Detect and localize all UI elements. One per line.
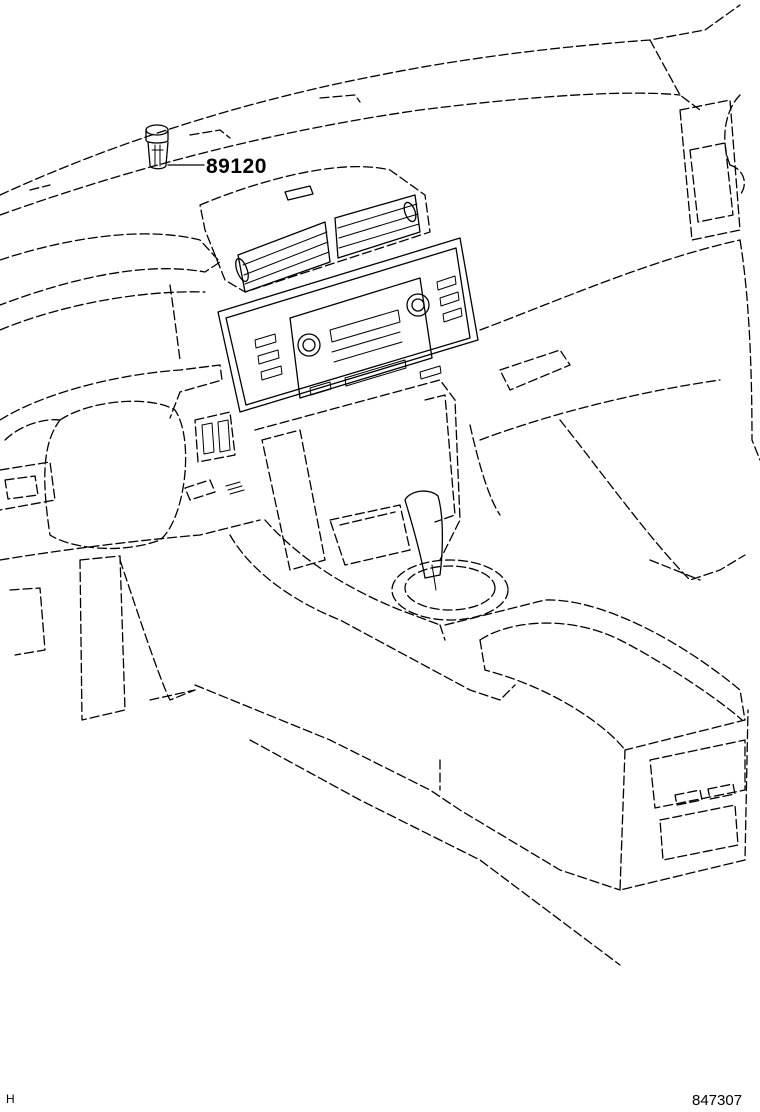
rear-console	[439, 599, 749, 891]
sensor-icon	[145, 124, 169, 170]
instrument-hood	[0, 233, 221, 361]
dashboard-top-outline	[0, 4, 741, 216]
center-vents	[199, 165, 431, 293]
audio-panel	[217, 237, 479, 413]
part-number-label: 89120	[206, 155, 267, 178]
floor-lines	[149, 684, 621, 966]
steering-column	[0, 364, 245, 550]
center-tunnel	[229, 379, 516, 701]
lower-dashboard	[0, 99, 760, 721]
illustration-code: 847307	[692, 1092, 743, 1109]
corner-letter: H	[6, 1092, 15, 1106]
